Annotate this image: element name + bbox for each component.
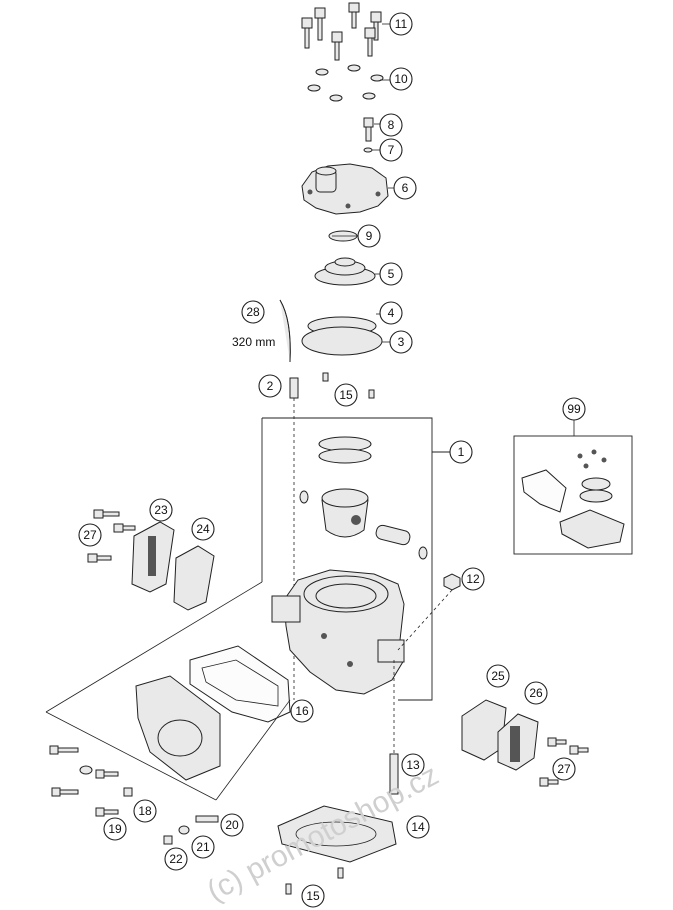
svg-text:2: 2 [267,379,274,393]
svg-text:8: 8 [388,118,395,132]
callout-6: 6 [393,176,417,200]
exhaust-valve-cover-right [497,713,539,771]
svg-text:11: 11 [395,17,408,31]
callout-99: 99 [562,397,586,421]
callout-14: 14 [406,815,430,839]
reed-gasket [189,645,291,723]
callout-3: 3 [389,330,413,354]
head-bolts [301,2,382,61]
dowel-pin [337,867,344,879]
svg-text:28: 28 [246,305,260,319]
stud-bolt [389,753,399,795]
cylinder-head [301,163,389,215]
gasket-left [173,545,215,611]
svg-text:1: 1 [458,445,465,459]
svg-text:21: 21 [196,840,210,854]
svg-text:25: 25 [491,669,505,683]
callout-28: 28 [241,300,265,324]
svg-text:12: 12 [466,572,480,586]
svg-text:16: 16 [295,704,309,718]
dowel-pin [322,372,329,382]
svg-text:19: 19 [108,822,122,836]
callout-12: 12 [461,567,485,591]
svg-text:13: 13 [406,758,420,772]
svg-text:14: 14 [411,820,425,834]
piston-rings [318,436,372,464]
piston [321,488,369,538]
gasket-kit-box [513,435,633,555]
callout-leaders [332,23,394,343]
callout-7: 7 [379,138,403,162]
callout-25: 25 [486,664,510,688]
hose [279,299,291,363]
svg-text:15: 15 [339,388,353,402]
callout-11: 11 [389,12,413,36]
callout-5: 5 [379,262,403,286]
svg-text:9: 9 [366,229,373,243]
callout-20: 20 [220,813,244,837]
callout-8: 8 [379,113,403,137]
callout-19: 19 [103,817,127,841]
hose-nipple [289,377,299,399]
circlip [418,546,428,560]
svg-text:18: 18 [138,804,152,818]
svg-text:5: 5 [388,267,395,281]
callout-16: 16 [290,699,314,723]
callout-15-lower: 15 [301,884,325,908]
hose-length-label: 320 mm [232,335,275,349]
callout-4: 4 [379,301,403,325]
callout-1: 1 [449,440,473,464]
bolts-left [87,509,136,563]
svg-text:3: 3 [398,335,405,349]
base-gasket [277,805,397,863]
callout-22: 22 [164,847,188,871]
svg-text:99: 99 [567,402,581,416]
svg-text:15: 15 [306,889,320,903]
callout-10: 10 [389,67,413,91]
svg-text:7: 7 [388,143,395,157]
svg-text:4: 4 [388,306,395,320]
callout-27-right: 27 [552,757,576,781]
lower-left-fasteners [49,745,219,845]
dowel-pin [285,883,292,895]
svg-text:27: 27 [557,762,571,776]
callout-21: 21 [191,835,215,859]
svg-text:10: 10 [394,72,408,86]
callout-13: 13 [401,753,425,777]
exhaust-valve-cover-left [131,521,175,593]
combustion-chamber-insert [314,257,376,286]
callout-18: 18 [133,799,157,823]
o-ring-large [301,326,383,356]
head-washers [307,64,384,102]
callout-24: 24 [191,517,215,541]
gasket-kit-contents [521,449,625,549]
svg-text:26: 26 [529,686,543,700]
svg-text:23: 23 [154,503,168,517]
intake-flange [135,675,221,781]
callout-27-left: 27 [78,523,102,547]
callouts: 11 10 8 7 6 9 5 4 3 28 2 15 99 1 23 24 2… [78,12,586,908]
head-screw [363,117,374,153]
circlip [299,490,309,504]
piston-pin [375,524,411,546]
callout-26: 26 [524,681,548,705]
svg-text:27: 27 [83,528,97,542]
callout-15-upper: 15 [334,383,358,407]
svg-text:20: 20 [225,818,239,832]
bolts-right [539,737,589,787]
svg-text:24: 24 [196,522,210,536]
cylinder [271,569,405,695]
svg-text:22: 22 [169,852,183,866]
dowel-pin [368,389,375,399]
callout-2: 2 [258,374,282,398]
nut [443,573,461,591]
callout-23: 23 [149,498,173,522]
svg-text:6: 6 [402,181,409,195]
callout-9: 9 [357,224,381,248]
